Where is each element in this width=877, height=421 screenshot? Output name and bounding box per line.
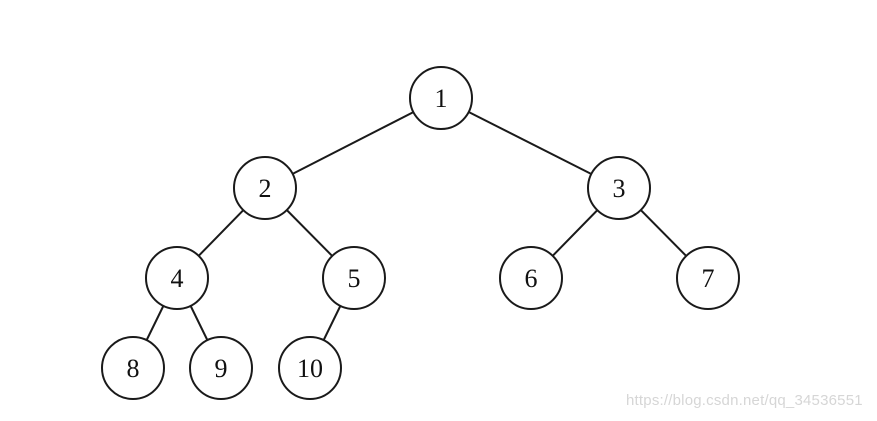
tree-node-3: 3 <box>587 156 651 220</box>
node-label: 7 <box>702 264 715 293</box>
watermark-text: https://blog.csdn.net/qq_34536551 <box>626 392 863 409</box>
node-label: 9 <box>215 354 228 383</box>
tree-node-7: 7 <box>676 246 740 310</box>
node-circle <box>233 156 297 220</box>
nodes-layer: 1 2 3 4 5 6 7 8 9 10 <box>101 66 740 400</box>
node-circle <box>676 246 740 310</box>
edge-1-3 <box>440 97 620 189</box>
edges-layer <box>132 97 709 369</box>
node-label: 4 <box>171 264 184 293</box>
node-circle <box>189 336 253 400</box>
tree-node-5: 5 <box>322 246 386 310</box>
tree-node-2: 2 <box>233 156 297 220</box>
node-circle <box>322 246 386 310</box>
node-circle <box>587 156 651 220</box>
node-label: 8 <box>127 354 140 383</box>
node-label: 6 <box>525 264 538 293</box>
tree-node-4: 4 <box>145 246 209 310</box>
tree-node-6: 6 <box>499 246 563 310</box>
tree-node-10: 10 <box>278 336 342 400</box>
tree-node-1: 1 <box>409 66 473 130</box>
node-circle <box>278 336 342 400</box>
node-circle <box>499 246 563 310</box>
node-circle <box>101 336 165 400</box>
node-label: 2 <box>259 174 272 203</box>
tree-node-9: 9 <box>189 336 253 400</box>
node-label: 5 <box>348 264 361 293</box>
node-circle <box>145 246 209 310</box>
node-label: 10 <box>297 354 323 383</box>
node-circle <box>409 66 473 130</box>
node-label: 3 <box>613 174 626 203</box>
node-label: 1 <box>435 84 448 113</box>
tree-node-8: 8 <box>101 336 165 400</box>
edge-1-2 <box>264 97 442 189</box>
